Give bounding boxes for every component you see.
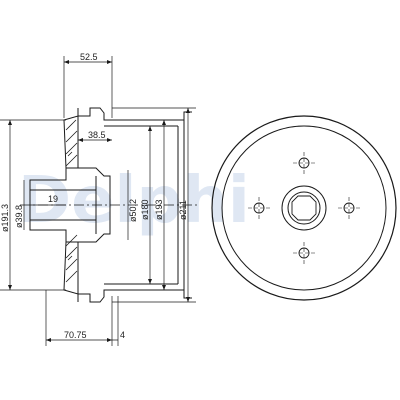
dimension-lines (0, 56, 196, 346)
web-bottom (63, 241, 79, 295)
dim-19: 19 (48, 194, 58, 204)
dim-dia-180: ø180 (140, 199, 150, 220)
drum-outer-circle (211, 115, 397, 301)
side-view (0, 56, 200, 346)
dim-52-5: 52.5 (80, 52, 98, 62)
drum-outline-bottom (77, 289, 192, 303)
drum-inner-circle (221, 125, 387, 291)
arrow-heads (8, 60, 190, 342)
centre-marks (248, 152, 360, 264)
dim-4: 4 (120, 330, 125, 340)
dim-dia-39: ø39.8 (14, 205, 24, 228)
dim-dia-191: ø191.3 (0, 204, 10, 232)
dim-70-75: 70.75 (64, 330, 87, 340)
dim-dia-211: ø211 (178, 200, 188, 220)
dimension-labels: 52.5 38.5 19 70.75 4 ø191.3 ø39.8 ø50.2 … (0, 52, 188, 340)
hub (29, 167, 111, 243)
watermark-text: Delphi (18, 164, 250, 238)
hub-bore-outer (281, 185, 327, 231)
dim-dia-50: ø50.2 (128, 199, 138, 222)
front-view (211, 115, 397, 301)
hub-octagon (291, 195, 317, 221)
dim-38-5: 38.5 (88, 130, 106, 140)
watermark: Delphi (18, 164, 250, 238)
hatching (65, 119, 78, 283)
drum-outline-top (77, 107, 192, 121)
hub-bore-inner (287, 191, 321, 225)
dim-dia-193: ø193 (154, 199, 164, 220)
